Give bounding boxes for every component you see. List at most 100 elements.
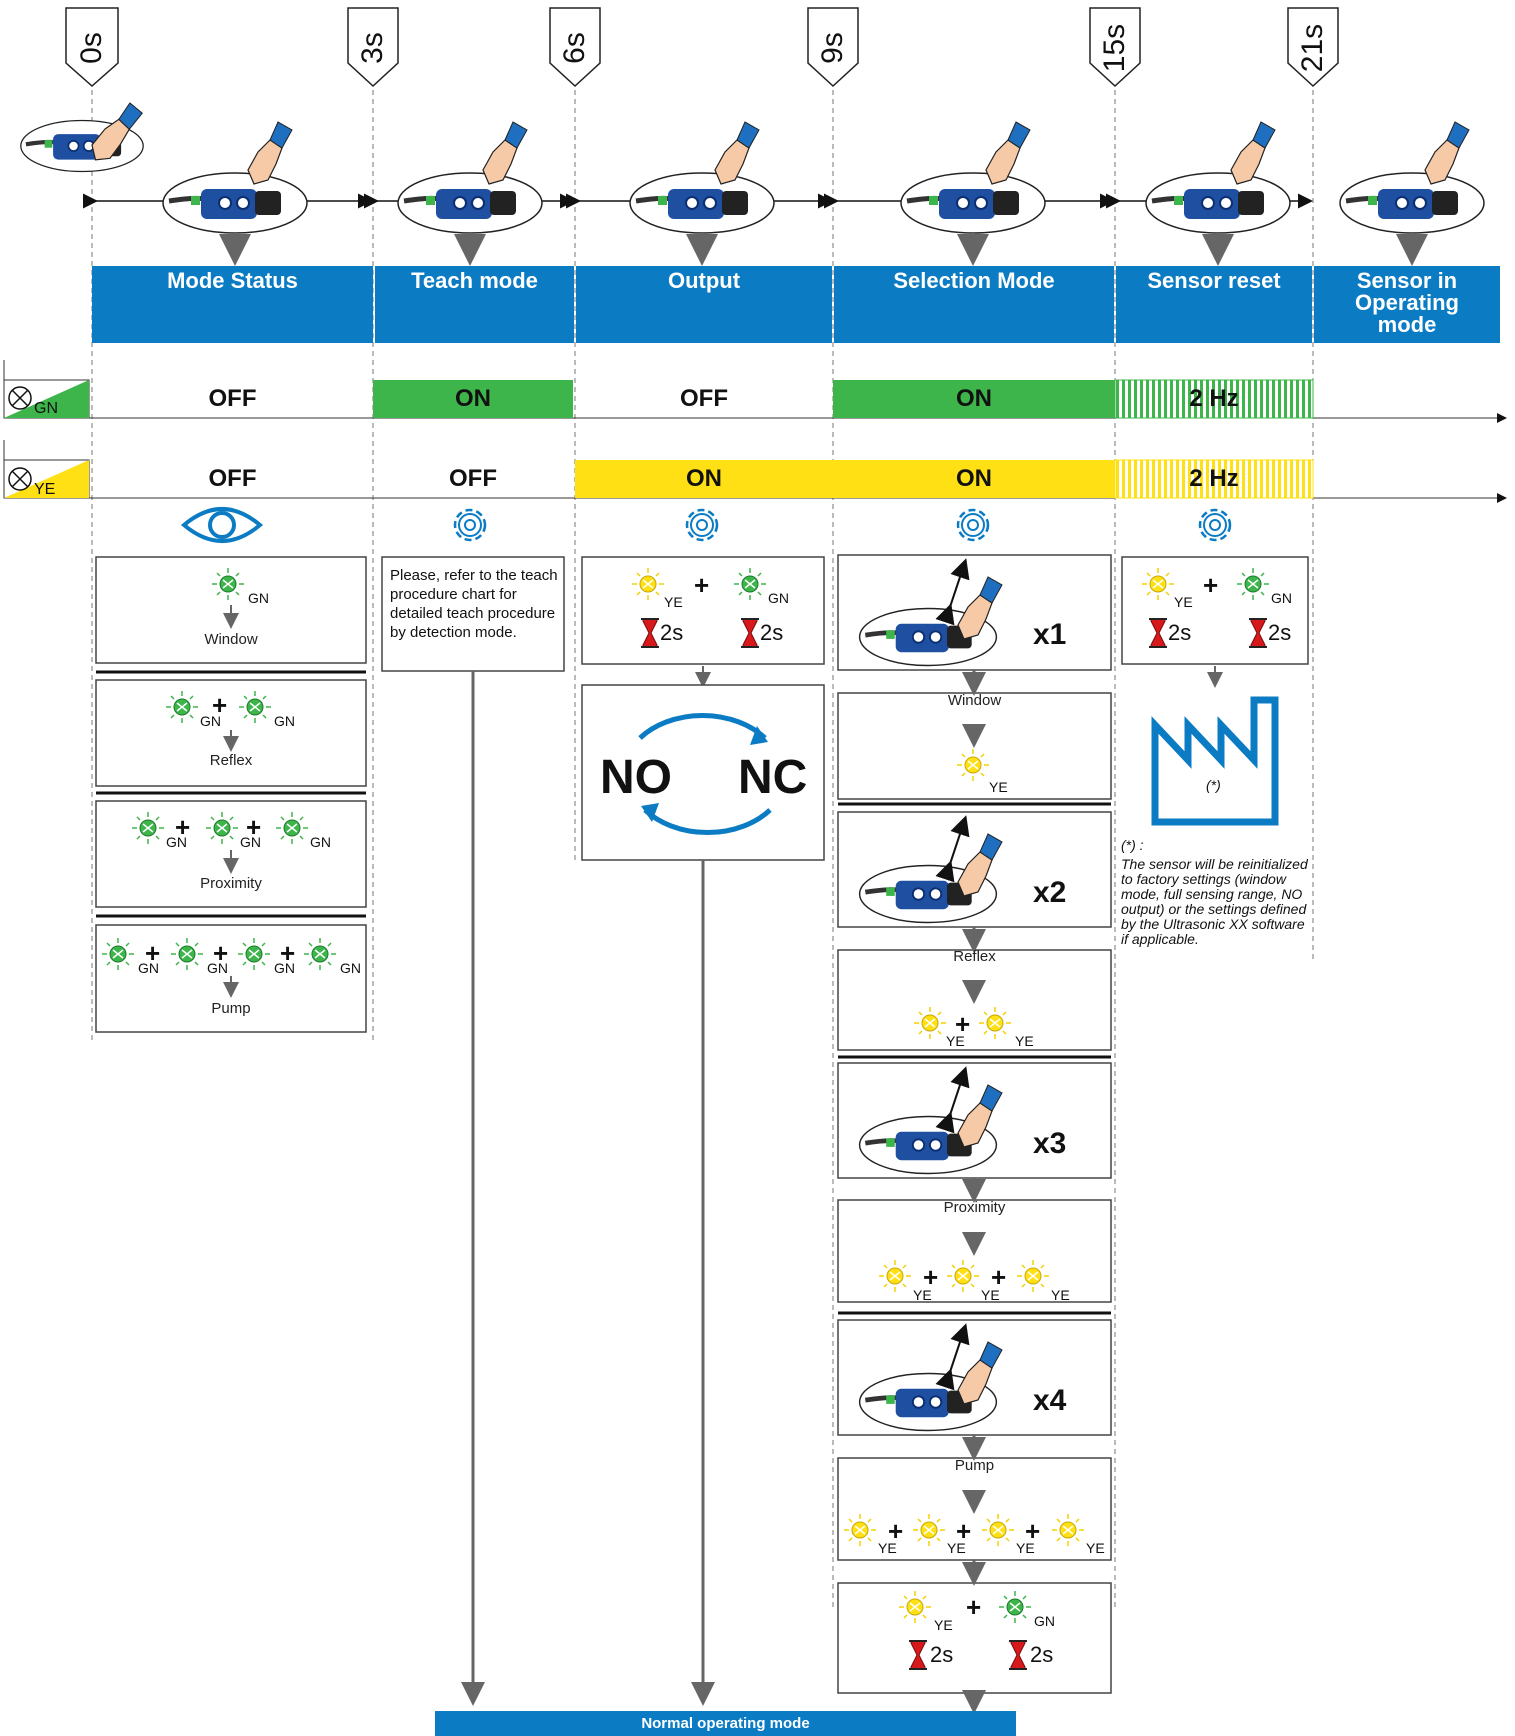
press-count-x2: x2 [1033, 876, 1067, 909]
header-teach-mode: Teach mode [375, 266, 574, 343]
time-marker-21s: 21s [1296, 23, 1329, 73]
time-marker-9s: 9s [816, 32, 849, 64]
gear-icon [453, 508, 487, 542]
sensor-press-release-icon [860, 815, 1003, 923]
ye-label: YE [1051, 1287, 1070, 1303]
gn-label: GN [768, 590, 789, 606]
gear-icon [1198, 508, 1232, 542]
ye-label: YE [1174, 594, 1193, 610]
ye-label: YE [878, 1540, 897, 1556]
cycle-arrows-icon [638, 712, 772, 836]
header-sensor-reset: Sensor reset [1116, 266, 1312, 343]
gear-icon [956, 508, 990, 542]
time-markers [65, 7, 1339, 88]
sensor-release-icon [163, 121, 307, 233]
duration-label: 2s [930, 1642, 954, 1667]
led-green-icon [131, 811, 309, 845]
gn-label: GN [207, 960, 228, 976]
time-marker-6s: 6s [558, 32, 591, 64]
gn-row-label: GN [34, 400, 58, 417]
svg-text:+: + [991, 1262, 1006, 1292]
teach-note: Please, refer to the teach procedure cha… [390, 567, 558, 641]
ye-state: ON [956, 465, 992, 492]
sensor-press-release-icon [860, 1066, 1003, 1174]
gn-label: GN [274, 713, 295, 729]
ye-label: YE [934, 1617, 953, 1633]
factory-icon [1151, 696, 1279, 826]
duration-label: 2s [1268, 620, 1292, 645]
footnote-head: (*) : [1121, 837, 1144, 853]
header-selection-mode: Selection Mode [834, 266, 1114, 343]
selection-window-label: Window [947, 692, 1002, 709]
ye-state: OFF [449, 465, 497, 492]
normal-operating-mode-banner: Normal operating mode [435, 1711, 1016, 1736]
nc-label: NC [738, 751, 808, 804]
svg-text:+: + [694, 570, 709, 600]
mode-window-label: Window [204, 631, 258, 648]
selection-reflex-label: Reflex [953, 948, 996, 965]
press-count-x3: x3 [1033, 1127, 1067, 1160]
down-arrows [219, 233, 1428, 266]
svg-text:+: + [280, 938, 295, 968]
timeline-gridlines [91, 90, 1314, 1610]
svg-text:+: + [955, 1009, 970, 1039]
ye-label: YE [947, 1540, 966, 1556]
ye-label: YE [1016, 1540, 1035, 1556]
gn-state: ON [956, 385, 992, 412]
gn-label: GN [274, 960, 295, 976]
gn-label: GN [310, 834, 331, 850]
led-green-icon [211, 567, 245, 601]
sensor-press-release-icon [860, 1323, 1003, 1431]
gear-icon [685, 508, 719, 542]
press-count-x1: x1 [1033, 618, 1067, 651]
ye-label: YE [946, 1033, 965, 1049]
eye-icon [180, 507, 264, 543]
ye-label: YE [1086, 1540, 1105, 1556]
ye-state: 2 Hz [1189, 465, 1239, 492]
footnote-text: The sensor will be reinitialized to fact… [1121, 856, 1308, 947]
plus-signs: + ++ +++ [145, 690, 295, 968]
selection-proximity-label: Proximity [943, 1199, 1006, 1216]
selection-pump-label: Pump [954, 1457, 995, 1474]
ye-label: YE [1015, 1033, 1034, 1049]
gn-label: GN [200, 713, 221, 729]
time-marker-15s: 15s [1098, 23, 1131, 73]
sensor-press-icon [21, 97, 144, 172]
mode-reflex-label: Reflex [209, 752, 253, 769]
gn-label: GN [248, 590, 269, 606]
sensor-release-icon [901, 121, 1045, 233]
header-sensor-operating: Sensor in Operating mode [1314, 266, 1500, 343]
ye-row-label: YE [34, 481, 56, 498]
duration-label: 2s [1030, 1642, 1054, 1667]
sensor-release-icon [630, 121, 774, 233]
footnote-marker: (*) [1206, 777, 1221, 793]
gn-state: 2 Hz [1189, 385, 1239, 412]
duration-label: 2s [760, 620, 784, 645]
mode-pump-label: Pump [211, 1000, 251, 1017]
ye-state: OFF [208, 465, 257, 492]
gn-label: GN [1271, 590, 1292, 606]
sensor-release-icon [398, 121, 542, 233]
svg-text:+: + [145, 938, 160, 968]
no-label: NO [600, 751, 672, 804]
teach-box [381, 556, 565, 672]
gn-label: GN [138, 960, 159, 976]
duration-label: 2s [1168, 620, 1192, 645]
time-marker-0s: 0s [75, 32, 108, 64]
gn-state: OFF [680, 385, 728, 412]
svg-text:+: + [246, 812, 261, 842]
press-count-x4: x4 [1033, 1384, 1067, 1417]
sensor-press-release-icon [860, 558, 1003, 666]
sensor-release-icon [1146, 121, 1290, 233]
svg-text:+: + [966, 1592, 981, 1622]
gn-label: GN [340, 960, 361, 976]
mode-separators [96, 670, 366, 918]
svg-text:+: + [213, 938, 228, 968]
sensor-release-icon [1340, 121, 1484, 233]
svg-text:+: + [1025, 1516, 1040, 1546]
duration-label: 2s [660, 620, 684, 645]
time-marker-3s: 3s [356, 32, 389, 64]
gn-label: GN [1034, 1613, 1055, 1629]
svg-text:+: + [212, 690, 227, 720]
